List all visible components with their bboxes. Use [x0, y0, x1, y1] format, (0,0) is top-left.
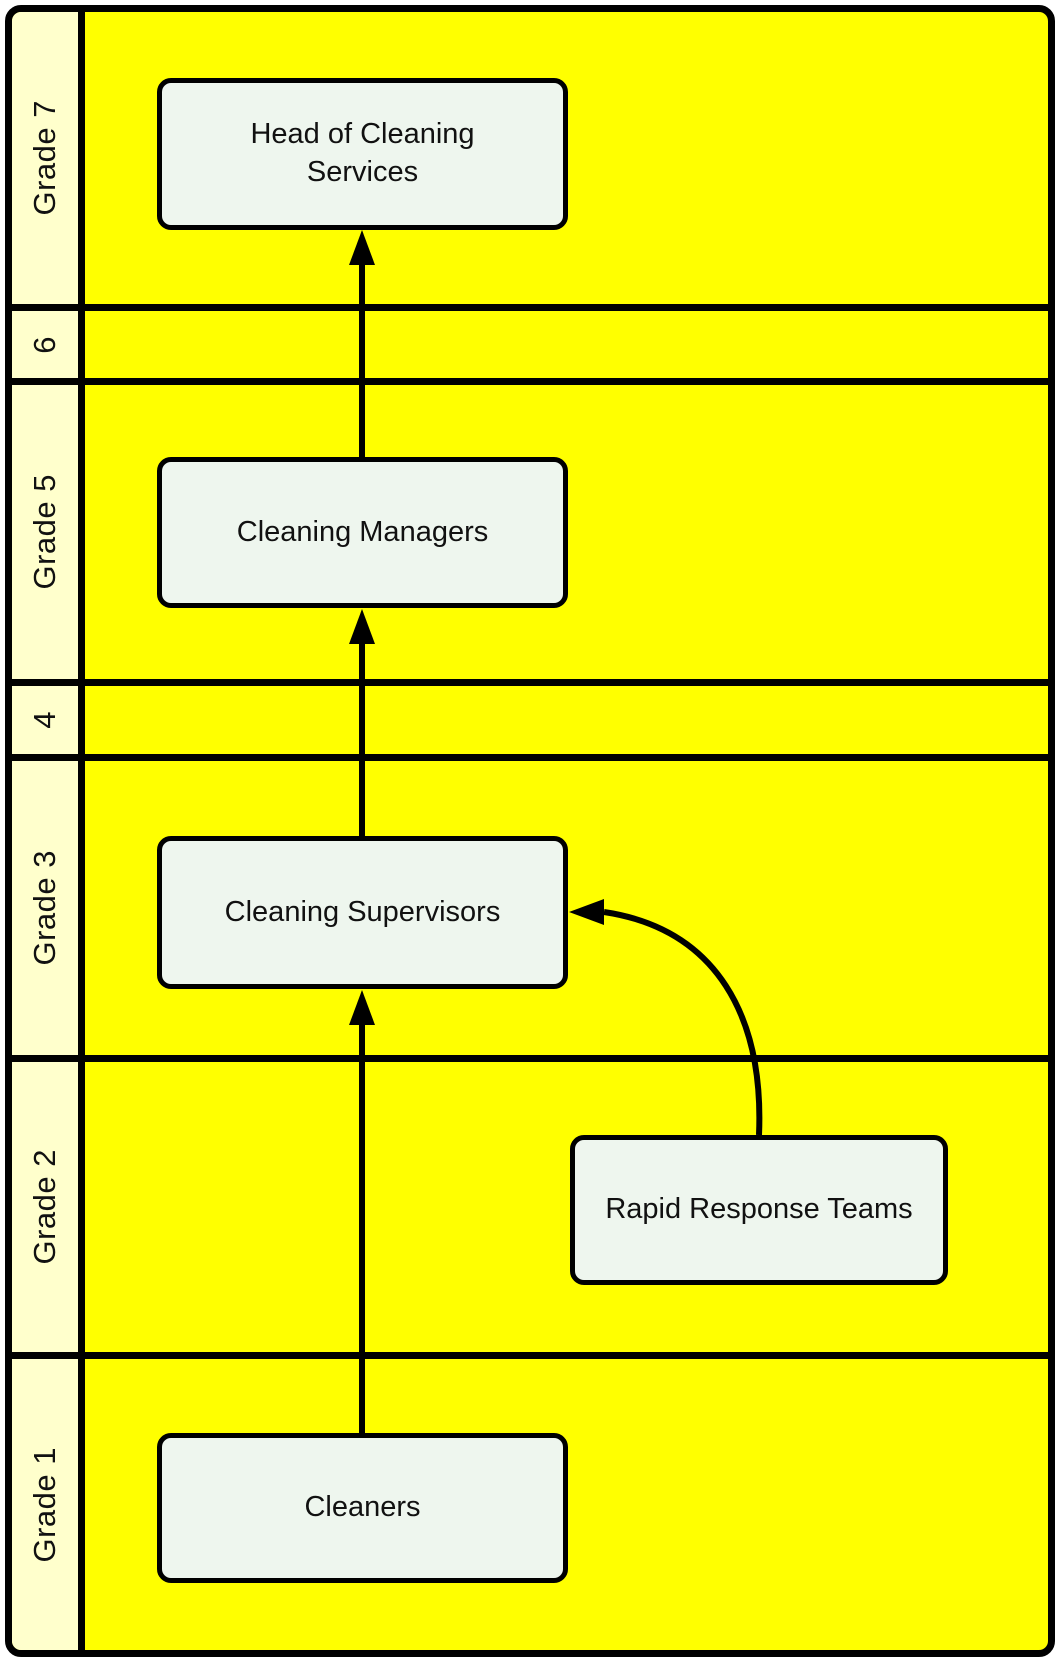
lane-grade-5: Grade 5 — [12, 385, 78, 679]
node-cleaning-supervisors-label: Cleaning Supervisors — [224, 895, 501, 928]
lane-grade-2-label: Grade 2 — [27, 1149, 62, 1265]
lane-grade-3: Grade 3 — [12, 761, 78, 1055]
lane-grade-7-label: Grade 7 — [27, 100, 62, 216]
node-rapid-response-teams-label: Rapid Response Teams — [605, 1193, 913, 1226]
arrow-supervisors-to-managers — [349, 609, 375, 836]
lane-header-column — [12, 12, 78, 1650]
lane-grade-6-label: 6 — [27, 335, 62, 354]
node-cleaners-label: Cleaners — [304, 1491, 421, 1524]
lane-grade-3-label: Grade 3 — [27, 850, 62, 966]
lane-header-divider — [78, 12, 85, 1650]
swimlane-inner: Grade 7 6 Grade 5 4 Grade 3 Grade 2 Grad… — [12, 12, 1048, 1650]
node-cleaning-supervisors[interactable]: Cleaning Supervisors — [157, 836, 568, 989]
lane-boundary-6-5 — [12, 378, 1048, 385]
lane-grade-4: 4 — [12, 686, 78, 754]
node-head-of-cleaning-services[interactable]: Head of Cleaning Services — [157, 78, 568, 230]
lane-boundary-4-3 — [12, 754, 1048, 761]
lane-grade-6: 6 — [12, 311, 78, 378]
lane-grade-5-label: Grade 5 — [27, 474, 62, 590]
node-cleaning-managers-label: Cleaning Managers — [236, 515, 489, 548]
lane-grade-1-label: Grade 1 — [27, 1446, 62, 1563]
lane-grade-2: Grade 2 — [12, 1062, 78, 1352]
node-cleaners[interactable]: Cleaners — [157, 1433, 568, 1583]
lane-boundary-2-1 — [12, 1352, 1048, 1359]
node-rapid-response-teams[interactable]: Rapid Response Teams — [570, 1135, 948, 1285]
node-head-of-cleaning-services-label: Head of Cleaning Services — [250, 118, 475, 188]
connector-arrows — [349, 230, 763, 1433]
swimlane-frame: Grade 7 6 Grade 5 4 Grade 3 Grade 2 Grad… — [5, 5, 1055, 1657]
lane-grade-4-label: 4 — [27, 711, 62, 729]
node-cleaning-managers[interactable]: Cleaning Managers — [157, 457, 568, 608]
lane-boundary-5-4 — [12, 679, 1048, 686]
lane-boundary-3-2 — [12, 1055, 1048, 1062]
arrow-rrt-to-supervisors — [569, 899, 763, 1136]
arrow-managers-to-head — [349, 230, 375, 457]
lane-grade-7: Grade 7 — [12, 12, 78, 304]
lane-grade-1: Grade 1 — [12, 1359, 78, 1650]
lane-boundary-7-6 — [12, 304, 1048, 311]
